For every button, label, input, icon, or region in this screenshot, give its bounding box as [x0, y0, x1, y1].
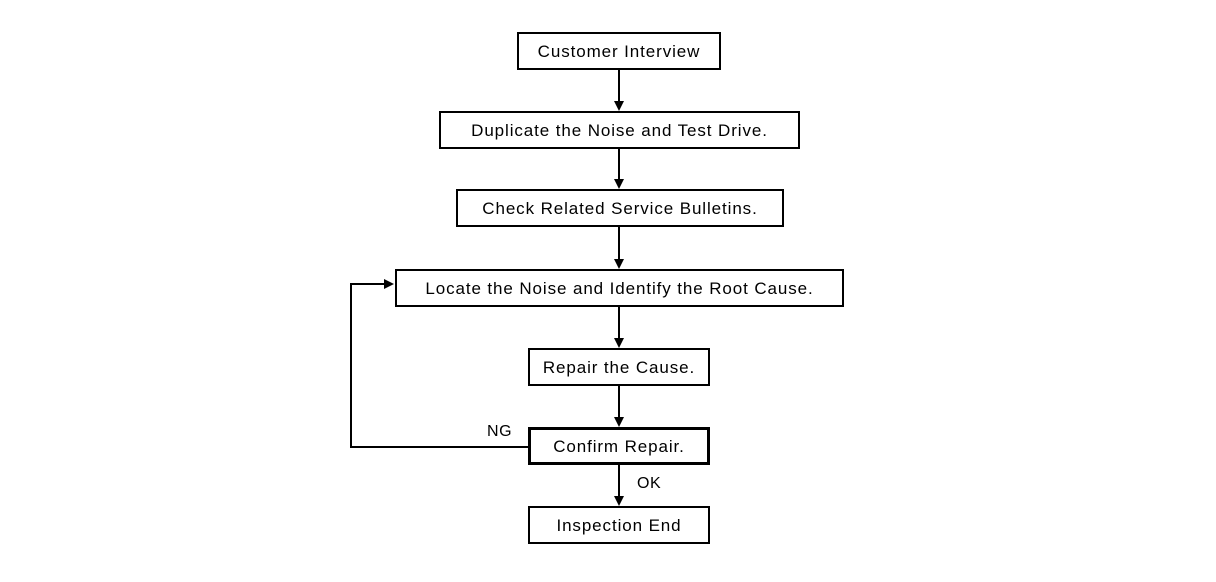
connector-confirm-to-end-ok [618, 465, 620, 497]
node-customer-interview[interactable]: Customer Interview [517, 32, 721, 70]
connector-ng-horizontal-top [350, 283, 386, 285]
connector-duplicate-to-bulletins [618, 149, 620, 180]
node-label-duplicate-noise-and-test-drive: Duplicate the Noise and Test Drive. [471, 120, 768, 140]
node-label-repair-the-cause: Repair the Cause. [542, 357, 696, 377]
connector-interview-to-duplicate [618, 70, 620, 102]
arrowhead-bulletins-to-locate-icon [614, 259, 624, 269]
edge-label-ng: NG [487, 423, 513, 440]
arrowhead-interview-to-duplicate-icon [614, 101, 624, 111]
node-label-inspection-end: Inspection End [556, 515, 682, 535]
node-confirm-repair[interactable]: Confirm Repair. [528, 427, 710, 465]
connector-ng-horizontal-bottom [350, 446, 530, 448]
arrowhead-repair-to-confirm-icon [614, 417, 624, 427]
connector-locate-to-repair [618, 307, 620, 339]
arrowhead-ng-to-locate-icon [384, 279, 394, 289]
node-repair-the-cause[interactable]: Repair the Cause. [528, 348, 710, 386]
node-check-related-service-bulletins[interactable]: Check Related Service Bulletins. [456, 189, 784, 227]
arrowhead-locate-to-repair-icon [614, 338, 624, 348]
node-label-check-related-service-bulletins: Check Related Service Bulletins. [482, 198, 758, 218]
arrowhead-duplicate-to-bulletins-icon [614, 179, 624, 189]
edge-label-ok: OK [637, 475, 662, 492]
node-locate-noise-identify-root-cause[interactable]: Locate the Noise and Identify the Root C… [395, 269, 844, 307]
arrowhead-confirm-to-end-icon [614, 496, 624, 506]
connector-ng-vertical [350, 283, 352, 448]
connector-repair-to-confirm [618, 386, 620, 418]
node-inspection-end[interactable]: Inspection End [528, 506, 710, 544]
connector-bulletins-to-locate [618, 227, 620, 260]
node-duplicate-noise-and-test-drive[interactable]: Duplicate the Noise and Test Drive. [439, 111, 800, 149]
node-label-locate-noise-identify-root-cause: Locate the Noise and Identify the Root C… [425, 278, 814, 298]
node-label-customer-interview: Customer Interview [537, 41, 701, 61]
node-label-confirm-repair: Confirm Repair. [553, 436, 685, 456]
